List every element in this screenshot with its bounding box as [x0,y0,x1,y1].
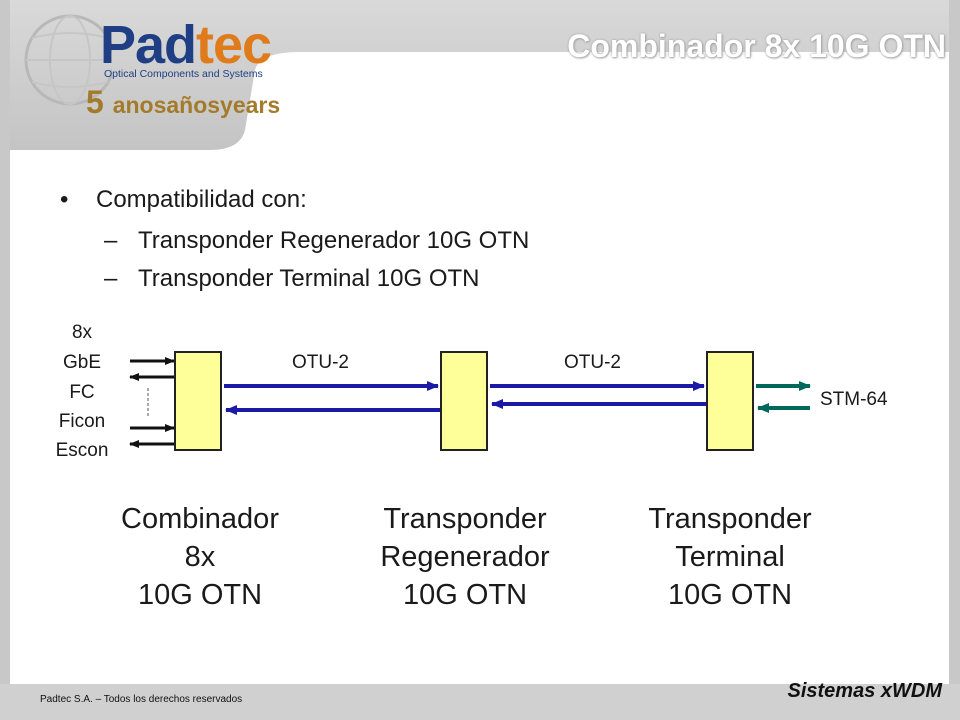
otu2-label-1: OTU-2 [292,352,349,373]
frame-bottom-band [0,684,960,720]
client-label-fc: FC [69,382,95,403]
bullet-sub-2: –Transponder Terminal 10G OTN [60,260,529,298]
logo-tagline: Optical Components and Systems [104,68,263,80]
client-label-gbe: GbE [62,352,102,373]
frame-left-border [0,0,10,720]
frame-right-border [949,0,960,720]
logo-brand-tec: tec [196,15,272,75]
stm64-label: STM-64 [820,389,888,410]
node-label-terminal: Transponder Terminal 10G OTN [600,500,860,614]
network-diagram: 8x GbE FC Ficon Escon OTU-2 OTU-2 STM-64… [0,300,960,620]
client-label-escon: Escon [55,440,109,461]
bullet-sub-1-text: Transponder Regenerador 10G OTN [138,227,530,254]
node-label-line: Transponder [648,503,812,535]
logo-brand-pad: Pad [100,15,197,75]
diagram-arrows [129,357,811,448]
dash-icon: – [104,265,118,292]
bullet-list: Compatibilidad con: –Transponder Regener… [60,184,529,298]
node-label-line: Regenerador [380,541,550,573]
node-label-line: Transponder [383,503,547,535]
node-label-line: 10G OTN [402,579,528,611]
logo-brand: Padtec [100,15,272,75]
logo-years: 5 anosañosyears [86,86,280,118]
otu2-label-2: OTU-2 [564,352,621,373]
footer-section: Sistemas xWDM [787,680,943,702]
node-label-line: Terminal [675,541,785,573]
dash-icon: – [104,227,118,254]
node-label-combinador: Combinador 8x 10G OTN [70,500,330,614]
footer-copyright: Padtec S.A. – Todos los derechos reserva… [40,694,243,705]
node-label-line: 10G OTN [137,579,263,611]
terminal-box [706,351,754,451]
bullet-sub-1: –Transponder Regenerador 10G OTN [60,222,529,260]
logo-years-text: anosañosyears [112,92,281,118]
combinador-box [174,351,222,451]
bullet-main: Compatibilidad con: [60,184,529,222]
padtec-logo: Padtec Optical Components and Systems 5 … [22,4,282,124]
node-label-regenerador: Transponder Regenerador 10G OTN [335,500,595,614]
node-label-line: 10G OTN [667,579,793,611]
client-label-ficon: Ficon [58,411,106,432]
logo-years-number: 5 [86,84,104,120]
globe-icon [24,14,112,106]
regenerador-box [440,351,488,451]
frame-top-band [0,0,960,150]
node-label-line: 8x [184,541,216,573]
slide-title: Combinador 8x 10G OTN [567,28,946,64]
client-label-8x: 8x [71,322,93,343]
node-label-line: Combinador [121,503,279,535]
bullet-sub-2-text: Transponder Terminal 10G OTN [138,265,480,292]
